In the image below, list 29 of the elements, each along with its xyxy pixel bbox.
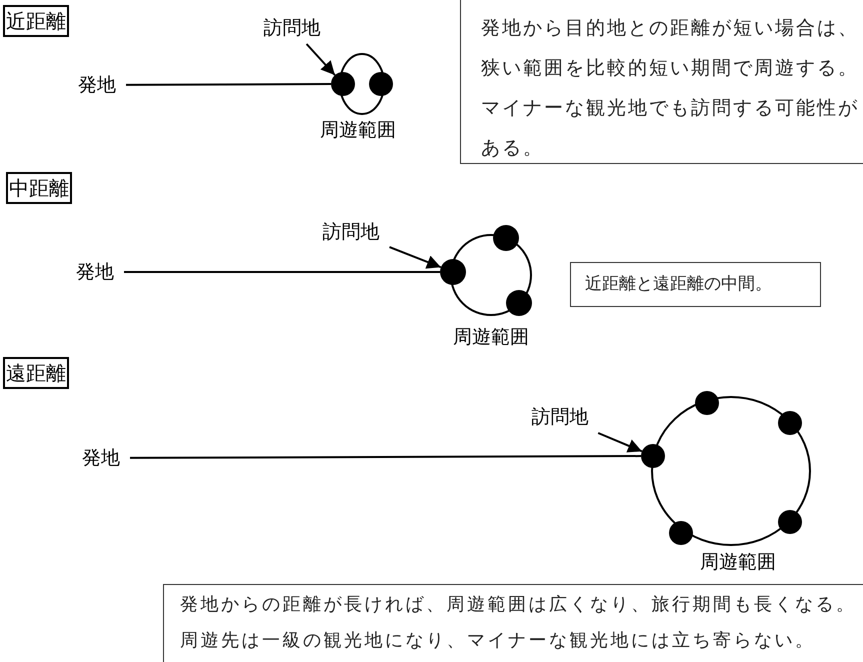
place-label: 訪問地 xyxy=(322,220,380,244)
visit-dot xyxy=(493,225,519,251)
area-label: 周遊範囲 xyxy=(700,550,776,574)
place-label: 発地 xyxy=(76,260,114,284)
arrow xyxy=(598,432,642,452)
place-label: 発地 xyxy=(78,73,116,97)
note-box: 近距離と遠距離の中間。 xyxy=(570,262,821,307)
visit-dot xyxy=(369,72,393,96)
visit-dot xyxy=(669,521,693,545)
route-line xyxy=(124,271,440,273)
note-box: 発地からの距離が長ければ、周遊範囲は広くなり、旅行期間も長くなる。周遊先は一級の観光地になり、マイナーな観光地には立ち寄らない。 xyxy=(163,584,863,662)
note-box: 発地から目的地との距離が短い場合は、狭い範囲を比較的短い期間で周遊する。マイナーな観光地でも訪問する可能性がある。 xyxy=(460,0,863,164)
section-heading: 近距離 xyxy=(3,5,69,37)
visit-dot xyxy=(440,259,466,285)
visit-dot xyxy=(331,72,355,96)
place-label: 訪問地 xyxy=(532,405,588,429)
place-label: 発地 xyxy=(82,446,120,470)
section-heading: 遠距離 xyxy=(3,357,69,389)
arrow xyxy=(389,246,442,269)
area-label: 周遊範囲 xyxy=(453,325,529,349)
route-line xyxy=(130,455,641,459)
area-label: 周遊範囲 xyxy=(320,118,396,142)
section-heading: 中距離 xyxy=(6,172,72,204)
visit-dot xyxy=(641,444,665,468)
route-line xyxy=(126,83,331,86)
arrow xyxy=(306,43,336,76)
visit-dot xyxy=(778,510,802,534)
place-label: 訪問地 xyxy=(264,16,320,40)
visit-dot xyxy=(695,391,719,415)
